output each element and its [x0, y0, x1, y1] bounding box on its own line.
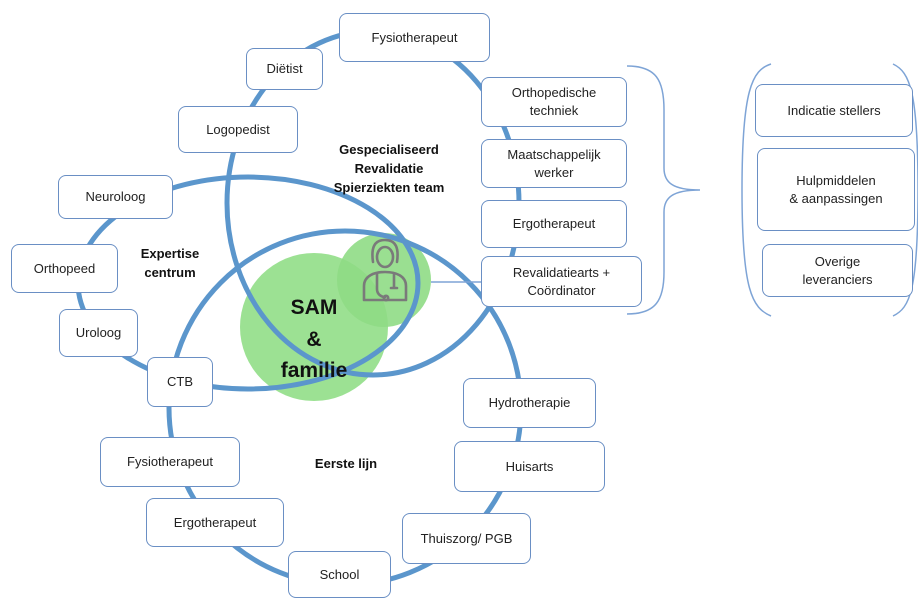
- box-dietist: Diëtist: [246, 48, 323, 90]
- box-ctb: CTB: [147, 357, 213, 407]
- box-logopedist: Logopedist: [178, 106, 298, 153]
- box-fysiotherapeut-bottom: Fysiotherapeut: [100, 437, 240, 487]
- box-orthopeed: Orthopeed: [11, 244, 118, 293]
- box-fysiotherapeut-top: Fysiotherapeut: [339, 13, 490, 62]
- box-ergotherapeut-right: Ergotherapeut: [481, 200, 627, 248]
- box-huisarts: Huisarts: [454, 441, 605, 492]
- side-item-hulpmiddelen: Hulpmiddelen & aanpassingen: [757, 148, 915, 231]
- right-brace: [626, 65, 701, 315]
- first-line-label: Eerste lijn: [314, 456, 378, 471]
- box-ergotherapeut-bottom: Ergotherapeut: [146, 498, 284, 547]
- side-panel-right-paren: [892, 63, 918, 317]
- family-label: SAM & familie: [280, 296, 348, 382]
- doctor-icon: [362, 238, 408, 302]
- expertise-centre-label: Expertise centrum: [140, 246, 200, 280]
- coordinator-bubble: [337, 233, 431, 327]
- specialized-team-label: Gespecialiseerd Revalidatie Spierziekten…: [333, 142, 445, 195]
- box-thuiszorg: Thuiszorg/ PGB: [402, 513, 531, 564]
- box-neuroloog: Neuroloog: [58, 175, 173, 219]
- box-school: School: [288, 551, 391, 598]
- side-panel-left-paren: [741, 63, 772, 317]
- box-maatschappelijk-werker: Maatschappelijk werker: [481, 139, 627, 188]
- box-uroloog: Uroloog: [59, 309, 138, 357]
- side-item-overige-leveranciers: Overige leveranciers: [762, 244, 913, 297]
- box-revalidatiearts: Revalidatiearts + Coördinator: [481, 256, 642, 307]
- side-item-indicatie-stellers: Indicatie stellers: [755, 84, 913, 137]
- box-hydrotherapie: Hydrotherapie: [463, 378, 596, 428]
- box-orthopedische-techniek: Orthopedische techniek: [481, 77, 627, 127]
